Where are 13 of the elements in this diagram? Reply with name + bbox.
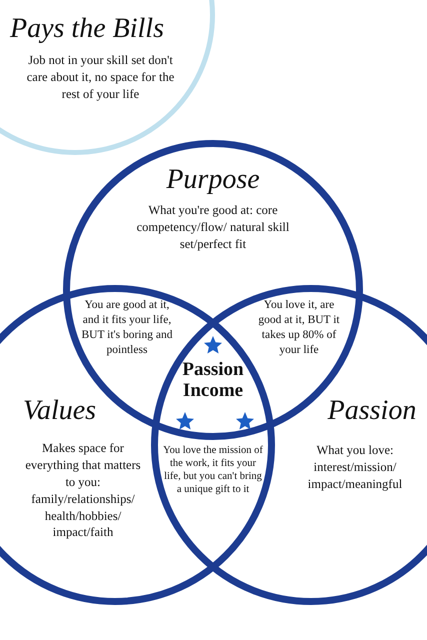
venn-circle (151, 285, 427, 605)
circle-description: Job not in your skill set don't care about it, no space for the rest of your life (26, 52, 176, 103)
circle-title: Pays the Bills (10, 14, 165, 45)
circle-description: What you love: interest/mission/ impact/meaningful (306, 442, 404, 493)
circle-title: Purpose (165, 165, 261, 196)
overlap-text: You love it, are good at it, BUT it takes up 80% of your life (257, 298, 341, 358)
overlap-text: You love the mission of the work, it fits your life, but you can't bring a unique gift to it (162, 444, 264, 496)
overlap-text: You are good at it, and it fits your life, BUT it's boring and pointless (80, 298, 174, 358)
circle-title: Values (22, 396, 98, 427)
center-title: Passion Income (181, 360, 245, 402)
circle-description: What you're good at: core competency/flow/ natural skill set/perfect fit (136, 202, 290, 253)
circle-description: Makes space for everything that matters to you: family/relationships/ health/hobbies/ impact/faith (24, 440, 142, 542)
circle-title: Passion (326, 396, 418, 427)
